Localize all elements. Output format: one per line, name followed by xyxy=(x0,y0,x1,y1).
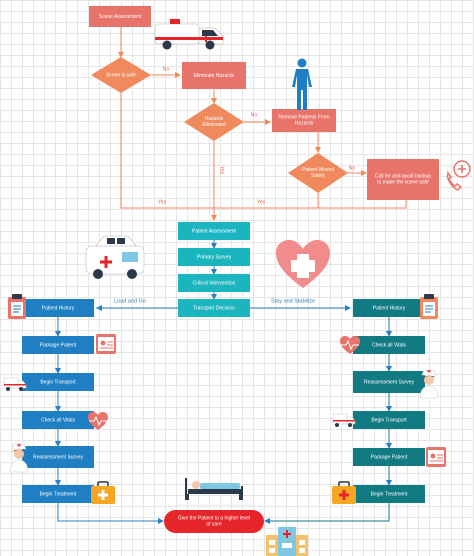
clipboard-icon xyxy=(420,294,438,319)
node-primary-survey: Primary Survey xyxy=(178,248,250,266)
branch-load-and-go: Load and Go xyxy=(114,298,146,304)
nurse-icon xyxy=(419,369,439,399)
left-begin-transport-label: Begin Transport xyxy=(40,379,76,385)
human-body-icon xyxy=(292,58,312,110)
left-node-package-patient: Package Patient xyxy=(22,336,94,354)
decision-scene-safe: Scene is safe xyxy=(91,57,151,93)
hospital-building-icon xyxy=(266,527,308,556)
nurse-icon xyxy=(9,443,29,473)
node-transport-decision: Transport Decision xyxy=(178,299,250,317)
right-node-patient-history: Patient History xyxy=(353,299,425,317)
clipboard-icon xyxy=(8,294,26,319)
scene-assessment-label: Scene Assessment xyxy=(99,14,142,20)
left-node-check-vitals: Check all Vitals xyxy=(22,411,94,429)
right-connectors xyxy=(264,317,392,524)
right-check-vitals-label: Check all Vitals xyxy=(372,342,407,348)
heartbeat-icon xyxy=(340,336,360,354)
edge-yes-2: Yes xyxy=(219,166,225,175)
edge-yes-1: Yes xyxy=(158,199,167,205)
node-patient-assessment: Patient Assessment xyxy=(178,222,250,240)
transport-decision-label: Transport Decision xyxy=(193,305,235,311)
left-patient-history-label: Patient History xyxy=(42,305,75,311)
ambulance-icon xyxy=(3,377,27,391)
critical-intervention-label: Critical Intervention xyxy=(193,280,236,286)
eliminate-hazards-label: Eliminate Hazards xyxy=(194,73,235,79)
ambulance-icon xyxy=(154,19,224,50)
left-connectors xyxy=(55,317,164,524)
primary-survey-label: Primary Survey xyxy=(197,254,232,260)
left-check-vitals-label: Check all Vitals xyxy=(41,417,76,423)
edge-no-2: No xyxy=(251,112,258,118)
id-card-icon xyxy=(426,447,446,467)
node-critical-intervention: Critical Intervention xyxy=(178,274,250,292)
branch-stay-and-stabilize: Stay and Stabilize xyxy=(271,298,315,304)
patient-assessment-label: Patient Assessment xyxy=(192,228,237,234)
id-card-icon xyxy=(96,334,116,354)
left-node-begin-treatment: Begin Treatment xyxy=(22,485,94,503)
first-aid-kit-icon xyxy=(91,481,115,504)
center-connectors xyxy=(96,240,351,311)
left-node-reassessment-survey: Reassessment Survey xyxy=(22,446,94,468)
left-package-patient-label: Package Patient xyxy=(40,342,77,348)
right-node-check-vitals: Check all Vitals xyxy=(353,336,425,354)
right-node-begin-transport: Begin Transport xyxy=(353,411,425,429)
first-aid-kit-icon xyxy=(332,481,356,504)
ambulance-icon xyxy=(332,413,356,427)
scene-safe-label: Scene is safe xyxy=(106,72,136,78)
phone-plus-icon xyxy=(446,160,471,191)
left-node-begin-transport: Begin Transport xyxy=(22,373,94,391)
left-reassessment-survey-label: Reassessment Survey xyxy=(33,454,84,460)
left-flow: Patient History Package Patient Begin Tr… xyxy=(22,299,94,503)
node-scene-assessment: Scene Assessment xyxy=(89,6,151,27)
node-eliminate-hazards: Eliminate Hazards xyxy=(182,62,246,89)
left-node-patient-history: Patient History xyxy=(22,299,94,317)
right-node-reassessment-survey: Reassessment Survey xyxy=(353,371,425,393)
right-begin-treatment-label: Begin Treatment xyxy=(371,491,408,497)
edge-no-1: No xyxy=(163,66,170,72)
right-flow: Patient History Check all Vitals Reasses… xyxy=(353,299,425,503)
right-node-package-patient: Package Patient xyxy=(353,448,425,466)
right-node-begin-treatment: Begin Treatment xyxy=(353,485,425,503)
right-package-patient-label: Package Patient xyxy=(371,454,408,460)
right-patient-history-label: Patient History xyxy=(373,305,406,311)
edge-yes-3: Yes xyxy=(257,199,266,205)
top-connectors xyxy=(118,27,407,221)
right-reassessment-survey-label: Reassessment Survey xyxy=(364,379,415,385)
right-begin-transport-label: Begin Transport xyxy=(371,417,407,423)
edge-no-3: No xyxy=(349,165,356,171)
heart-cross-icon xyxy=(276,240,330,288)
left-begin-treatment-label: Begin Treatment xyxy=(40,491,77,497)
heartbeat-icon xyxy=(88,412,108,430)
hospital-bed-icon xyxy=(185,478,243,500)
ambulance-icon xyxy=(85,235,145,279)
